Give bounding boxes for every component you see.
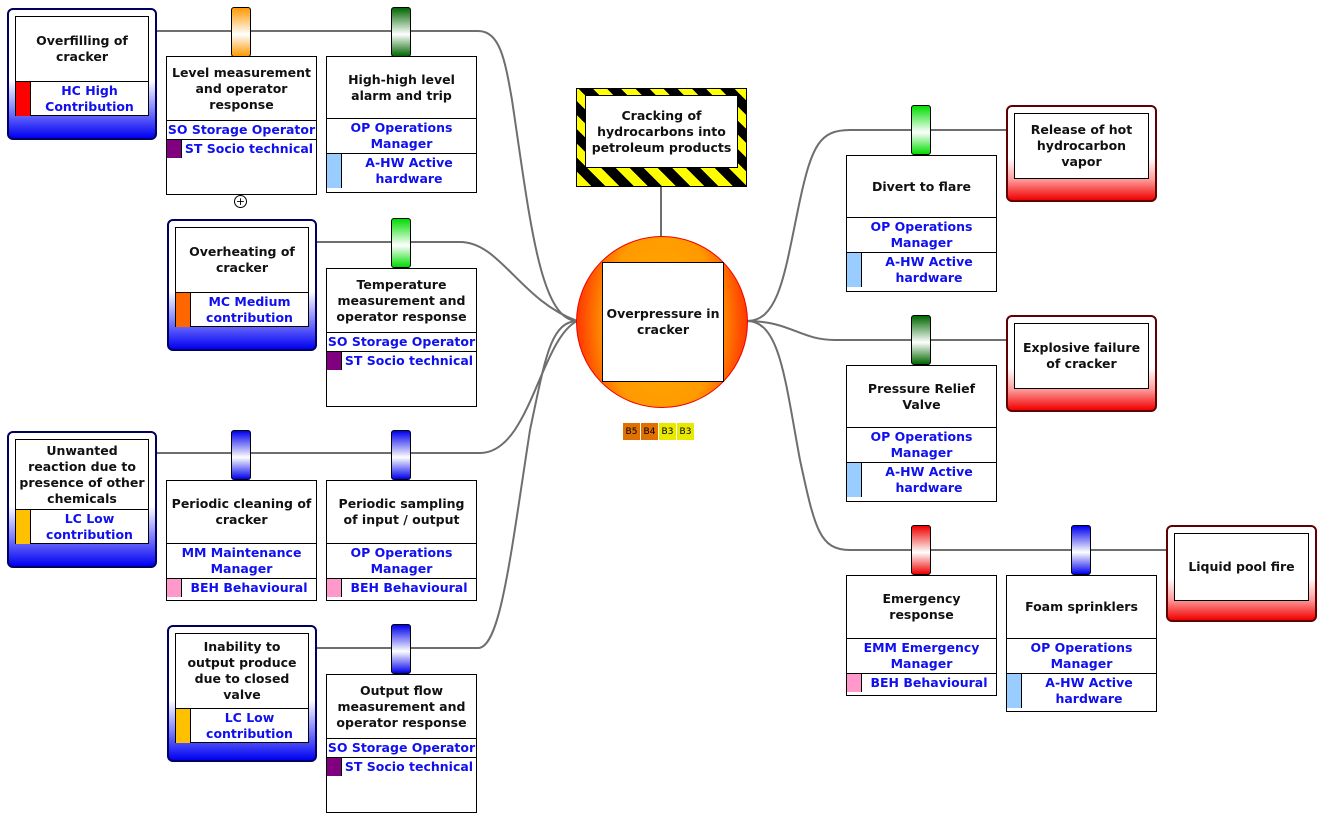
threat-inability-output[interactable]: Inability to output produce due to close… bbox=[167, 625, 317, 762]
barrier-type-swatch bbox=[847, 463, 862, 497]
barrier-label: Output flow measurement and operator res… bbox=[336, 682, 467, 730]
barrier-tab bbox=[911, 525, 931, 575]
contribution-swatch bbox=[16, 510, 31, 544]
link-threat-unwanted bbox=[156, 320, 578, 454]
barrier-type-swatch bbox=[167, 140, 182, 158]
link-threat-inability bbox=[316, 320, 578, 649]
link-conseq-explosive bbox=[746, 320, 1008, 341]
threat-unwanted-reaction[interactable]: Unwanted reaction due to presence of oth… bbox=[7, 431, 157, 568]
hazard-label: Cracking of hydrocarbons into petroleum … bbox=[585, 95, 738, 168]
barrier-responsible: OP Operations Manager bbox=[350, 545, 453, 576]
barrier-type: A-HW Active hardware bbox=[885, 464, 973, 495]
barrier-label: Periodic cleaning of cracker bbox=[171, 496, 312, 527]
consequence-label: Liquid pool fire bbox=[1174, 533, 1309, 601]
barrier-tab bbox=[911, 315, 931, 365]
contribution-swatch bbox=[16, 82, 31, 116]
link-conseq-release bbox=[746, 129, 1008, 322]
contribution-label: LC Low contribution bbox=[46, 511, 133, 542]
barrier-type-swatch bbox=[1007, 674, 1022, 708]
threat-label: Overheating of cracker bbox=[189, 244, 295, 275]
barrier-periodic-sampling[interactable]: Periodic sampling of input / output OP O… bbox=[326, 480, 477, 601]
barrier-tab bbox=[231, 7, 251, 57]
barrier-type: BEH Behavioural bbox=[870, 675, 988, 690]
risk-badge[interactable]: B3 bbox=[659, 423, 676, 440]
barrier-type: A-HW Active hardware bbox=[885, 254, 973, 285]
barrier-responsible: SO Storage Operator bbox=[167, 122, 316, 137]
barrier-label: Pressure Relief Valve bbox=[867, 380, 976, 412]
barrier-responsible: OP Operations Manager bbox=[350, 120, 453, 151]
barrier-label: Emergency response bbox=[882, 591, 961, 622]
barrier-label: High-high level alarm and trip bbox=[348, 71, 455, 103]
barrier-periodic-cleaning[interactable]: Periodic cleaning of cracker MM Maintena… bbox=[166, 480, 317, 601]
barrier-tab bbox=[391, 624, 411, 674]
consequence-release-vapor[interactable]: Release of hot hydrocarbon vapor bbox=[1006, 105, 1157, 202]
risk-badge[interactable]: B5 bbox=[623, 423, 640, 440]
barrier-tab bbox=[391, 218, 411, 268]
barrier-foam-sprinklers[interactable]: Foam sprinklers OP Operations Manager A-… bbox=[1006, 575, 1157, 712]
barrier-label: Level measurement and operator response bbox=[171, 64, 311, 112]
risk-badge[interactable]: B3 bbox=[677, 423, 694, 440]
barrier-level-measurement[interactable]: Level measurement and operator response … bbox=[166, 56, 317, 195]
contribution-label: MC Medium contribution bbox=[206, 294, 293, 325]
barrier-tab bbox=[391, 7, 411, 57]
barrier-label: Periodic sampling of input / output bbox=[338, 496, 465, 527]
barrier-type: ST Socio technical bbox=[344, 759, 474, 774]
barrier-responsible: SO Storage Operator bbox=[327, 740, 476, 755]
contribution-swatch bbox=[176, 709, 191, 743]
barrier-label: Foam sprinklers bbox=[1025, 599, 1138, 614]
link-threat-overheating bbox=[316, 241, 578, 322]
top-event[interactable]: Overpressure in cracker bbox=[576, 236, 748, 408]
barrier-type-swatch bbox=[327, 758, 342, 776]
link-conseq-pool bbox=[746, 320, 1168, 551]
barrier-label: Temperature measurement and operator res… bbox=[336, 276, 467, 324]
barrier-emergency-response[interactable]: Emergency response EMM Emergency Manager… bbox=[846, 575, 997, 696]
threat-label: Unwanted reaction due to presence of oth… bbox=[19, 442, 145, 506]
barrier-tab bbox=[1071, 525, 1091, 575]
barrier-responsible: OP Operations Manager bbox=[870, 219, 973, 250]
barrier-responsible: OP Operations Manager bbox=[1030, 640, 1133, 671]
barrier-type-swatch bbox=[847, 253, 862, 287]
consequence-label: Release of hot hydrocarbon vapor bbox=[1014, 113, 1149, 179]
barrier-type: ST Socio technical bbox=[344, 353, 474, 368]
hazard[interactable]: Cracking of hydrocarbons into petroleum … bbox=[576, 88, 747, 187]
barrier-responsible: EMM Emergency Manager bbox=[863, 640, 980, 671]
barrier-type: ST Socio technical bbox=[184, 141, 314, 156]
barrier-temperature-measurement[interactable]: Temperature measurement and operator res… bbox=[326, 268, 477, 407]
barrier-type-swatch bbox=[327, 352, 342, 370]
consequence-explosive-failure[interactable]: Explosive failure of cracker bbox=[1006, 315, 1157, 412]
consequence-label: Explosive failure of cracker bbox=[1014, 323, 1149, 389]
barrier-type: BEH Behavioural bbox=[350, 580, 468, 595]
consequence-liquid-pool-fire[interactable]: Liquid pool fire bbox=[1166, 525, 1317, 622]
risk-badge[interactable]: B4 bbox=[641, 423, 658, 440]
barrier-tab bbox=[231, 430, 251, 480]
barrier-label: Divert to flare bbox=[871, 178, 972, 194]
barrier-type: A-HW Active hardware bbox=[1045, 675, 1133, 706]
barrier-divert-to-flare[interactable]: Divert to flare OP Operations Manager A-… bbox=[846, 155, 997, 292]
link-threat-overfilling bbox=[156, 30, 578, 322]
barrier-responsible: SO Storage Operator bbox=[327, 334, 476, 349]
threat-overfilling[interactable]: Overfilling of cracker HC High Contribut… bbox=[7, 8, 157, 140]
threat-label: Overfilling of cracker bbox=[36, 33, 128, 64]
threat-overheating[interactable]: Overheating of cracker MC Medium contrib… bbox=[167, 219, 317, 351]
barrier-type: BEH Behavioural bbox=[190, 580, 308, 595]
risk-badges: B5 B4 B3 B3 bbox=[623, 423, 694, 440]
barrier-tab bbox=[911, 105, 931, 155]
barrier-type: A-HW Active hardware bbox=[365, 155, 453, 186]
contribution-label: HC High Contribution bbox=[45, 83, 134, 114]
barrier-responsible: MM Maintenance Manager bbox=[181, 545, 302, 576]
barrier-type-swatch bbox=[327, 154, 342, 188]
top-event-label: Overpressure in cracker bbox=[602, 262, 724, 382]
barrier-tab bbox=[391, 430, 411, 480]
barrier-high-high-alarm[interactable]: High-high level alarm and trip OP Operat… bbox=[326, 56, 477, 193]
barrier-pressure-relief-valve[interactable]: Pressure Relief Valve OP Operations Mana… bbox=[846, 365, 997, 502]
barrier-type-swatch bbox=[847, 674, 862, 692]
barrier-type-swatch bbox=[327, 579, 342, 597]
barrier-output-flow-measurement[interactable]: Output flow measurement and operator res… bbox=[326, 674, 477, 813]
expand-icon[interactable]: + bbox=[234, 195, 247, 208]
contribution-label: LC Low contribution bbox=[206, 710, 293, 741]
barrier-type-swatch bbox=[167, 579, 182, 597]
threat-label: Inability to output produce due to close… bbox=[187, 639, 297, 702]
contribution-swatch bbox=[176, 293, 191, 327]
barrier-responsible: OP Operations Manager bbox=[870, 429, 973, 460]
